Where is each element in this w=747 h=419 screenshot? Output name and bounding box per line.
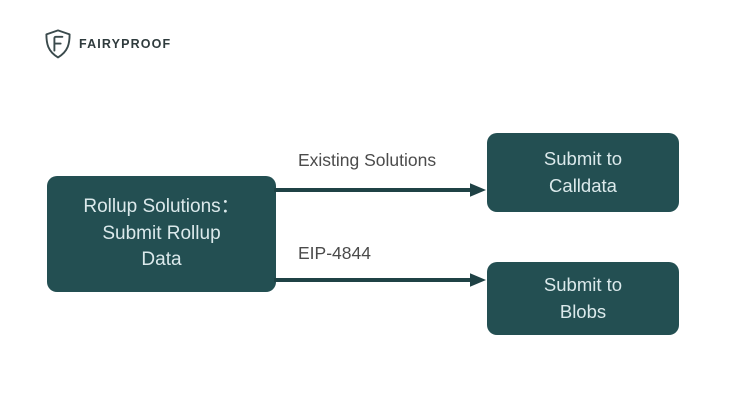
node-submit-to-blobs[interactable]: Submit to Blobs bbox=[487, 262, 679, 335]
node-submit-to-blobs-label: Submit to Blobs bbox=[543, 274, 623, 322]
edge-label-existing-solutions: Existing Solutions bbox=[298, 150, 437, 170]
brand-name: FAIRYPROOF bbox=[79, 36, 172, 51]
brand-logo: FAIRYPROOF bbox=[44, 29, 171, 59]
node-rollup-solutions-label: Rollup Solutions： Submit Rollup Data bbox=[83, 195, 240, 271]
edge-label-eip4844: EIP-4844 bbox=[298, 243, 371, 263]
node-submit-to-calldata-label: Submit to Calldata bbox=[543, 148, 623, 196]
shield-f-icon bbox=[44, 29, 72, 59]
node-rollup-solutions[interactable]: Rollup Solutions： Submit Rollup Data bbox=[47, 176, 276, 292]
node-submit-to-calldata[interactable]: Submit to Calldata bbox=[487, 133, 679, 212]
arrow-source-to-blobs bbox=[274, 273, 486, 287]
arrow-source-to-calldata bbox=[274, 183, 486, 197]
